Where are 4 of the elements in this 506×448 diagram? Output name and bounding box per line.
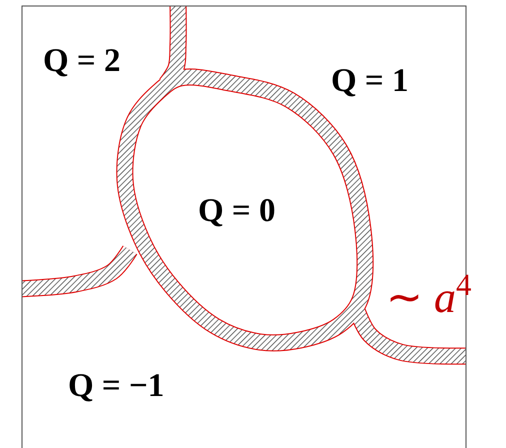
region-label: Q = 1 — [331, 65, 408, 98]
region-label: Q = 2 — [43, 45, 120, 78]
region-label: Q = −1 — [68, 370, 164, 403]
region-label: Q = 0 — [198, 195, 276, 228]
